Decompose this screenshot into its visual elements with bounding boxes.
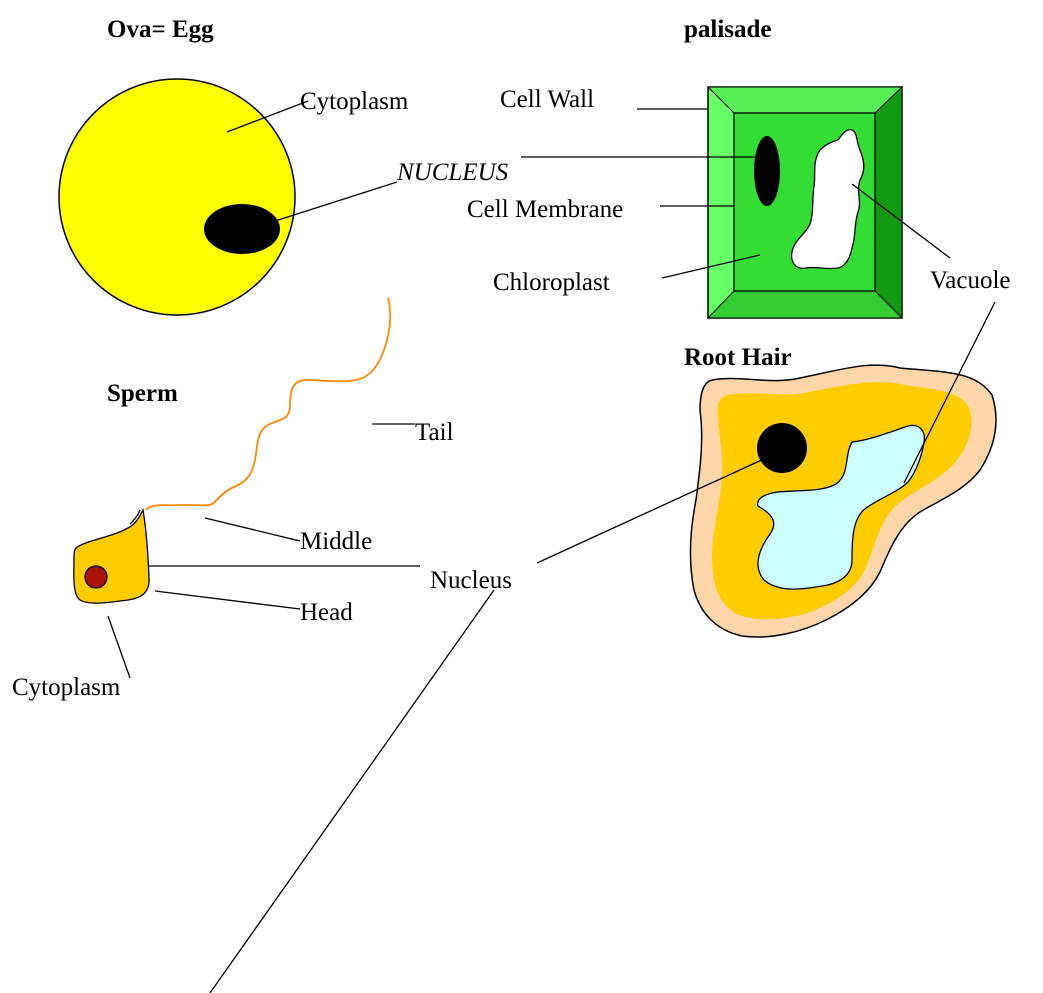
root-hair-title: Root Hair bbox=[684, 345, 792, 370]
nucleus-italic-label: NUCLEUS bbox=[397, 160, 508, 185]
egg-title: Ova= Egg bbox=[107, 17, 214, 42]
egg-cell-body bbox=[59, 79, 295, 315]
sperm-head bbox=[74, 510, 149, 603]
egg-cytoplasm-label: Cytoplasm bbox=[300, 89, 408, 114]
palisade-title: palisade bbox=[684, 17, 772, 42]
vacuole-label: Vacuole bbox=[930, 268, 1011, 293]
sperm-cytoplasm-label: Cytoplasm bbox=[12, 675, 120, 700]
nucleus-label: Nucleus bbox=[430, 568, 512, 593]
palisade-wall-top bbox=[708, 87, 902, 113]
middle-pointer bbox=[205, 518, 300, 541]
sperm-cytoplasm-pointer bbox=[108, 616, 130, 678]
sperm-tail bbox=[146, 298, 390, 510]
cell-wall-label: Cell Wall bbox=[500, 87, 594, 112]
sperm-title: Sperm bbox=[107, 381, 178, 406]
sperm-nucleus bbox=[85, 566, 107, 588]
head-label: Head bbox=[300, 600, 353, 625]
nucleus-long-pointer bbox=[210, 590, 494, 993]
palisade-wall-right-shade bbox=[875, 87, 902, 318]
chloroplast-label: Chloroplast bbox=[493, 270, 610, 295]
head-pointer bbox=[155, 591, 300, 609]
palisade-wall-bottom-shade bbox=[708, 291, 902, 318]
cell-membrane-label: Cell Membrane bbox=[467, 197, 623, 222]
tail-label: Tail bbox=[415, 420, 454, 445]
palisade-nucleus bbox=[754, 136, 780, 206]
root-hair-nucleus bbox=[757, 423, 807, 473]
egg-nucleus bbox=[204, 204, 280, 254]
middle-label: Middle bbox=[300, 529, 372, 554]
